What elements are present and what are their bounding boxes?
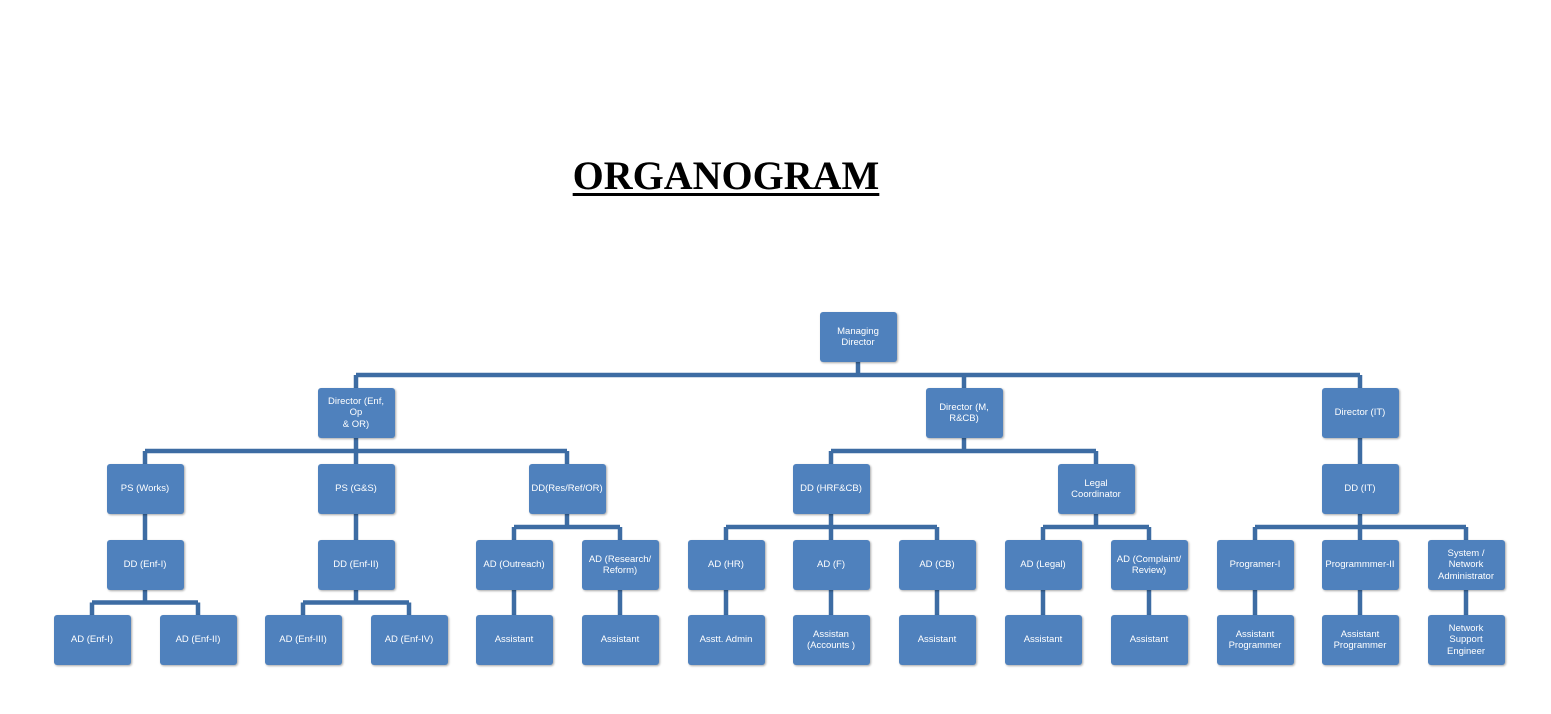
org-node-ad-complaint: AD (Complaint/ Review) [1110, 540, 1188, 590]
org-node-sysadmin: System / Network Administrator [1427, 540, 1505, 590]
org-node-dd-res: DD(Res/Ref/OR) [528, 464, 606, 514]
org-node-dd-enf1: DD (Enf-I) [106, 540, 184, 590]
org-node-prog2: Programmmer-II [1321, 540, 1399, 590]
org-node-net-support: Network Support Engineer [1427, 615, 1505, 665]
org-node-dir-m: Director (M, R&CB) [925, 388, 1003, 438]
org-node-asst-admin: Asstt. Admin [687, 615, 765, 665]
org-node-dd-enf2: DD (Enf-II) [317, 540, 395, 590]
org-node-asst-cb: Assistant [898, 615, 976, 665]
org-node-dd-hrf: DD (HRF&CB) [792, 464, 870, 514]
org-node-asst-accounts: Assistan (Accounts ) [792, 615, 870, 665]
connector-legal-coord [1040, 514, 1152, 540]
org-node-asst-research: Assistant [581, 615, 659, 665]
org-node-dd-it: DD (IT) [1321, 464, 1399, 514]
connector-dir-enf [142, 438, 570, 464]
org-node-ad-enf3: AD (Enf-III) [264, 615, 342, 665]
org-node-asst-complaint: Assistant [1110, 615, 1188, 665]
org-node-ad-outreach: AD (Outreach) [475, 540, 553, 590]
org-node-asst-prog1: Assistant Programmer [1216, 615, 1294, 665]
org-node-asst-legal: Assistant [1004, 615, 1082, 665]
page-title: ORGANOGRAM [572, 153, 880, 198]
org-node-prog1: Programer-I [1216, 540, 1294, 590]
org-node-md: Managing Director [819, 312, 897, 362]
connector-dir-m [828, 438, 1099, 464]
org-node-ad-enf4: AD (Enf-IV) [370, 615, 448, 665]
org-node-dir-it: Director (IT) [1321, 388, 1399, 438]
org-node-asst-prog2: Assistant Programmer [1321, 615, 1399, 665]
org-node-ps-gs: PS (G&S) [317, 464, 395, 514]
connector-dd-hrf [723, 514, 940, 540]
org-node-asst-outreach: Assistant [475, 615, 553, 665]
org-node-dir-enf: Director (Enf, Op & OR) [317, 388, 395, 438]
org-node-legal-coord: Legal Coordinator [1057, 464, 1135, 514]
connector-dd-enf2 [300, 590, 412, 615]
org-node-ad-research: AD (Research/ Reform) [581, 540, 659, 590]
org-node-ad-legal: AD (Legal) [1004, 540, 1082, 590]
org-node-ad-hr: AD (HR) [687, 540, 765, 590]
connector-md [353, 362, 1363, 388]
org-node-ad-f: AD (F) [792, 540, 870, 590]
connector-dd-enf1 [89, 590, 201, 615]
connector-dd-res [511, 514, 623, 540]
org-node-ad-enf2: AD (Enf-II) [159, 615, 237, 665]
org-node-ad-enf1: AD (Enf-I) [53, 615, 131, 665]
org-node-ps-works: PS (Works) [106, 464, 184, 514]
org-node-ad-cb: AD (CB) [898, 540, 976, 590]
connector-dd-it [1252, 514, 1469, 540]
